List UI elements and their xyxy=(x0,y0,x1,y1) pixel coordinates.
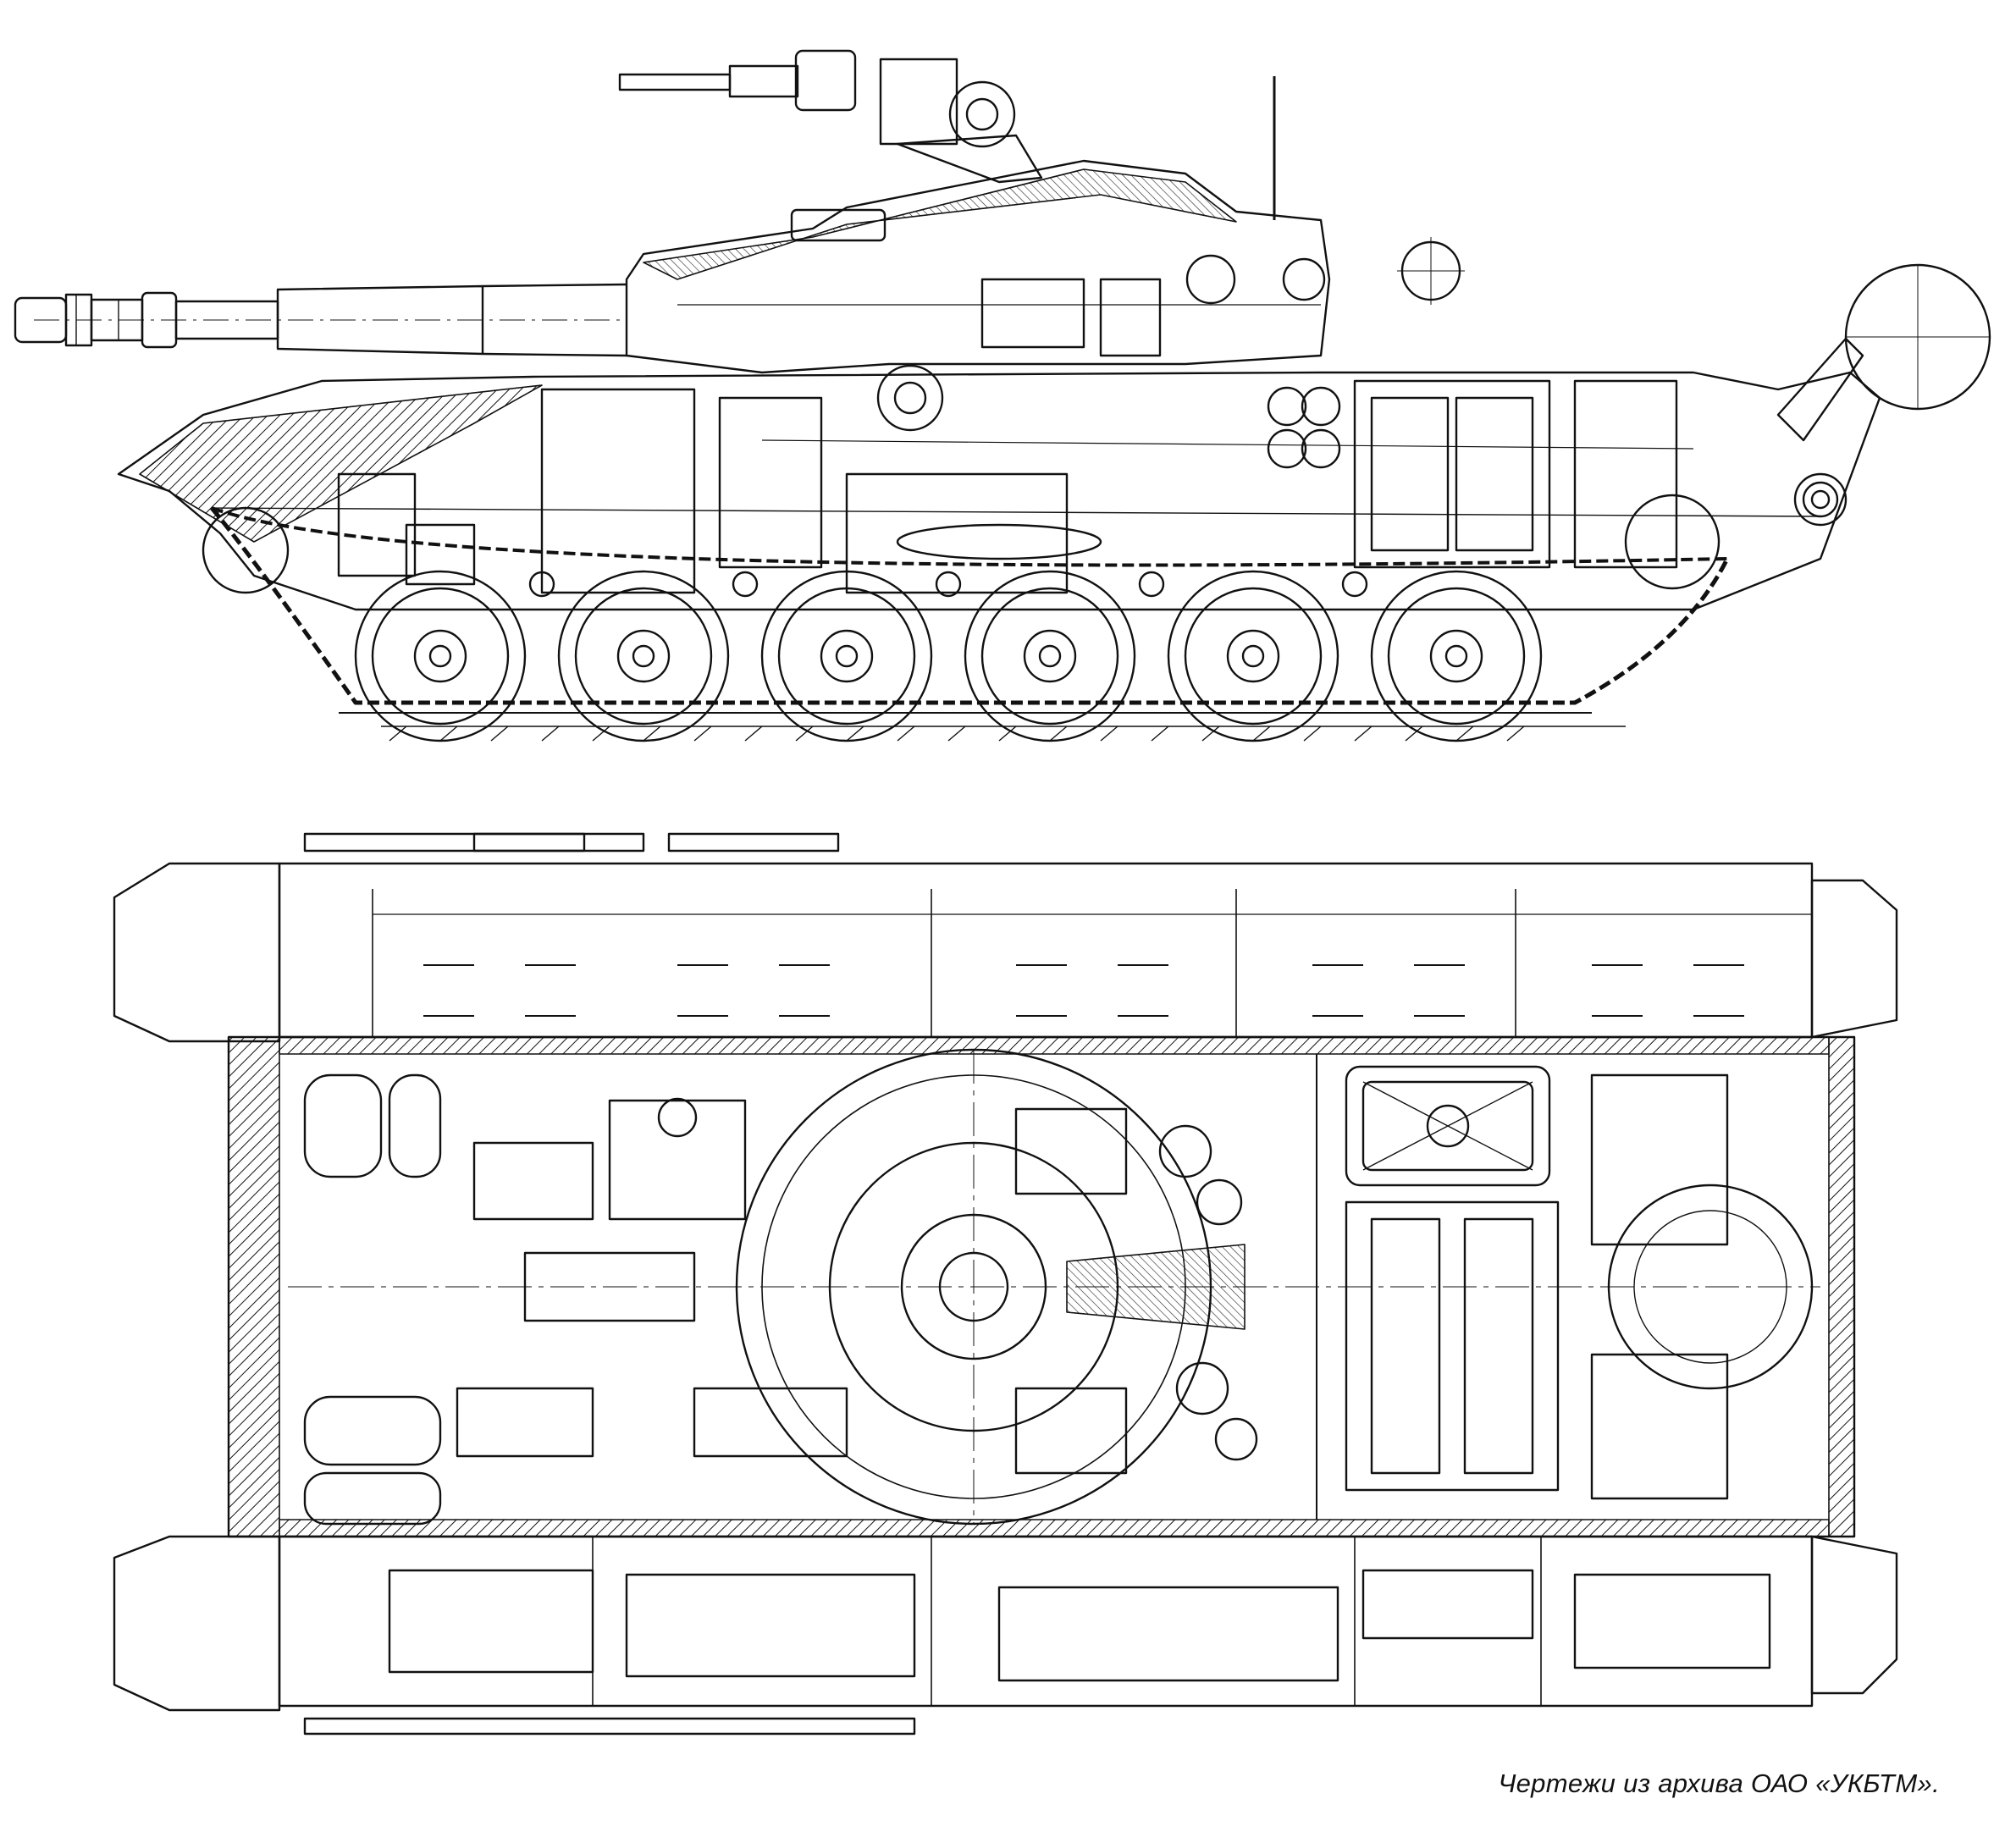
top-view-cutaway xyxy=(113,832,1898,1735)
side-view-cutaway xyxy=(14,49,1991,742)
driver-compartment xyxy=(303,1073,848,1526)
turret-ring xyxy=(288,1048,1820,1526)
machine-gun-mount xyxy=(618,49,1043,184)
ground-line xyxy=(381,726,1626,742)
track xyxy=(210,506,1730,714)
drawing-source-caption: Чертежи из архива ОАО «УКБТМ». xyxy=(1498,1769,1940,1798)
upper-fender xyxy=(113,832,1898,1043)
hull xyxy=(117,263,1991,611)
lower-fender xyxy=(113,1535,1898,1735)
engine-compartment xyxy=(1316,1054,1814,1520)
road-wheels xyxy=(202,494,1721,742)
main-gun xyxy=(14,283,627,357)
turret xyxy=(625,76,1465,432)
